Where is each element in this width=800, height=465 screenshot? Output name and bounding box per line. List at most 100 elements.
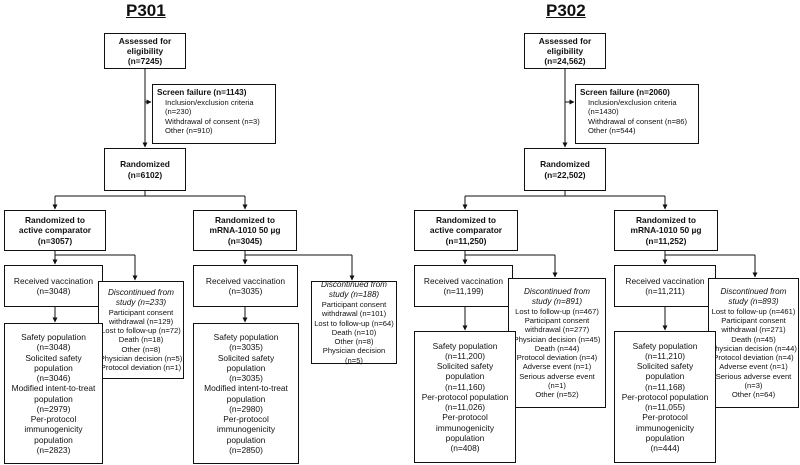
p301-arm-a-discontinued-line: Death (n=18): [118, 335, 164, 345]
p302-arm-b-randomized-line: mRNA-1010 50 µg: [630, 225, 702, 236]
p301-arm-a-population-line: immunogenicity: [24, 424, 83, 435]
p301-arm-a-population-line: (n=2823): [36, 444, 71, 455]
p302-assessed-line: (n=24,562): [544, 56, 586, 67]
p302-randomized-line: Randomized: [540, 159, 590, 170]
p302-arm-b-population-line: population: [645, 432, 685, 443]
p301-arm-b-discontinued-title: study (n=188): [328, 290, 380, 300]
p301-arm-b-randomized-box: Randomized to mRNA-1010 50 µg (n=3045): [193, 210, 297, 251]
p302-arm-b-randomized-line: Randomized to: [635, 215, 697, 226]
p301-arm-a-populations-box: Safety population (n=3048) Solicited saf…: [4, 323, 103, 464]
p302-arm-b-discontinued-line: withdrawal (n=271): [721, 325, 786, 335]
p301-arm-b-populations-box: Safety population (n=3035) Solicited saf…: [193, 323, 299, 464]
p302-arm-a-discontinued-line: Other (n=52): [535, 390, 579, 399]
p302-arm-a-population-line: population: [445, 432, 485, 443]
p301-randomized-line: (n=6102): [127, 169, 163, 180]
p301-arm-a-population-line: (n=3046): [36, 373, 71, 383]
p302-arm-a-population-line: Safety population: [432, 340, 498, 351]
p301-arm-b-population-line: population: [226, 434, 266, 445]
p301-arm-a-population-line: population: [34, 362, 73, 373]
p302-arm-a-population-line: (n=408): [450, 443, 480, 454]
p301-arm-a-population-line: (n=3048): [36, 342, 71, 353]
p302-arm-a-discontinued-line: Lost to follow-up (n=467): [515, 306, 599, 316]
p301-arm-a-randomized-line: (n=3057): [37, 235, 73, 246]
p301-arm-b-received-line: Received vaccination: [205, 275, 286, 286]
p302-arm-a-randomized-line: active comparator: [429, 225, 503, 236]
p302-arm-b-discontinued-line: Death (n=45): [731, 334, 776, 344]
p302-arm-a-discontinued-line: Adverse event (n=1): [522, 362, 592, 372]
p302-arm-a-populations-box: Safety population (n=11,200) Solicited s…: [414, 331, 516, 463]
p302-arm-a-population-line: (n=11,026): [444, 402, 486, 413]
p301-arm-a-randomized-line: active comparator: [18, 225, 92, 236]
p301-screen-failure-line: Inclusion/exclusion criteria: [165, 98, 254, 107]
p302-arm-a-population-line: Solicited safety: [436, 361, 494, 372]
p301-arm-a-received-box: Received vaccination (n=3048): [4, 265, 103, 307]
p302-arm-b-population-line: Per-protocol population: [621, 391, 709, 402]
p302-arm-b-population-line: (n=444): [650, 443, 680, 454]
p302-arm-b-discontinued-line: Protocol deviation (n=4): [713, 353, 794, 362]
p302-arm-a-received-line: (n=11,199): [443, 286, 484, 296]
p302-arm-b-discontinued-line: (n=3): [744, 380, 763, 390]
p302-arm-b-discontinued-line: Adverse event (n=1): [719, 362, 788, 372]
p302-arm-b-populations-box: Safety population (n=11,210) Solicited s…: [614, 331, 716, 463]
p301-arm-a-discontinued-title: Discontinued from: [108, 287, 174, 297]
p302-arm-b-received-box: Received vaccination (n=11,211): [614, 265, 716, 307]
p302-arm-a-population-line: Per-protocol population: [421, 391, 509, 402]
p302-arm-b-population-line: immunogenicity: [635, 422, 695, 433]
p301-arm-b-population-line: Per-protocol: [223, 414, 269, 424]
p302-arm-a-discontinued-line: Death (n=44): [534, 343, 580, 353]
p301-screen-failure-line: (n=230): [165, 107, 192, 117]
p302-arm-a-population-line: (n=11,200): [444, 350, 486, 361]
p301-arm-a-population-line: (n=2979): [36, 403, 71, 414]
p301-arm-a-population-line: Per-protocol: [30, 414, 77, 424]
p301-assessed-box: Assessed for eligibility (n=7245): [104, 33, 186, 69]
p301-arm-b-population-line: (n=3035): [229, 373, 263, 383]
p301-arm-a-discontinued-title: study (n=233): [115, 297, 167, 307]
p302-arm-b-randomized-line: (n=11,252): [645, 235, 687, 246]
p302-arm-a-discontinued-line: Protocol deviation (n=4): [516, 353, 598, 362]
p302-assessed-box: Assessed for eligibility (n=24,562): [524, 33, 606, 69]
p301-arm-b-population-line: population: [226, 393, 266, 404]
p302-screen-failure-box: Screen failure (n=2060) Inclusion/exclus…: [575, 84, 699, 144]
p301-arm-b-randomized-line: Randomized to: [214, 215, 276, 226]
p302-screen-failure-header: Screen failure (n=2060): [580, 88, 670, 97]
p302-screen-failure-line: (n=1430): [588, 107, 619, 117]
p301-arm-a-discontinued-line: Physician decision (n=5): [99, 353, 183, 363]
p302-arm-a-discontinued-line: (n=1): [548, 380, 566, 390]
p301-arm-b-population-line: Modified intent-to-treat: [204, 383, 288, 394]
p302-arm-b-discontinued-line: Serious adverse event: [715, 371, 792, 381]
p302-arm-a-discontinued-title: Discontinued from: [524, 286, 590, 296]
p302-title: P302: [546, 1, 586, 20]
p301-screen-failure-line: Other (n=910): [165, 125, 213, 135]
p301-arm-b-randomized-line: (n=3045): [227, 235, 263, 246]
p301-arm-a-discontinued-line: Participant consent: [108, 307, 174, 317]
p302-arm-a-population-line: population: [445, 371, 485, 382]
p301-arm-b-received-line: (n=3035): [228, 286, 263, 296]
p301-arm-a-received-line: (n=3048): [36, 286, 71, 296]
p302-screen-failure-line: Withdrawal of consent (n=86): [588, 116, 687, 126]
p302-arm-b-population-line: population: [645, 371, 685, 382]
p301-arm-b-population-line: Safety population: [213, 332, 279, 342]
p301-arm-b-discontinued-line: (n=5): [345, 355, 363, 365]
p302-assessed-line: eligibility: [546, 45, 584, 56]
p301-screen-failure-line: Withdrawal of consent (n=3): [165, 116, 260, 126]
p301-arm-b-discontinued-line: Other (n=8): [334, 337, 374, 347]
p302-arm-a-population-line: Per-protocol: [442, 412, 488, 423]
p302-arm-b-population-line: (n=11,055): [644, 402, 686, 413]
p302-arm-a-discontinued-line: Participant consent: [524, 316, 590, 325]
p301-arm-b-discontinued-box: Discontinued from study (n=188) Particip…: [311, 280, 397, 365]
p301-arm-b-discontinued-line: Death (n=10): [331, 327, 377, 337]
p302-screen-failure-line: Other (n=544): [588, 125, 636, 135]
p301-arm-b-discontinued-line: Physician decision: [322, 346, 386, 356]
p301-title: P301: [126, 1, 166, 20]
p301-arm-a-population-line: population: [34, 393, 73, 404]
p302-screen-failure-line: Inclusion/exclusion criteria: [588, 98, 677, 107]
p302-arm-a-discontinued-title: study (n=891): [531, 296, 583, 306]
p301-arm-a-population-line: Solicited safety: [25, 352, 82, 363]
p301-arm-b-population-line: Solicited safety: [217, 352, 275, 363]
p302-assessed-line: Assessed for: [538, 35, 592, 46]
p302-arm-b-randomized-box: Randomized to mRNA-1010 50 µg (n=11,252): [614, 210, 718, 251]
p301-arm-b-population-line: (n=3035): [229, 342, 263, 353]
p302-arm-a-randomized-line: Randomized to: [435, 215, 497, 226]
p301-arm-b-population-line: (n=2980): [229, 403, 263, 414]
